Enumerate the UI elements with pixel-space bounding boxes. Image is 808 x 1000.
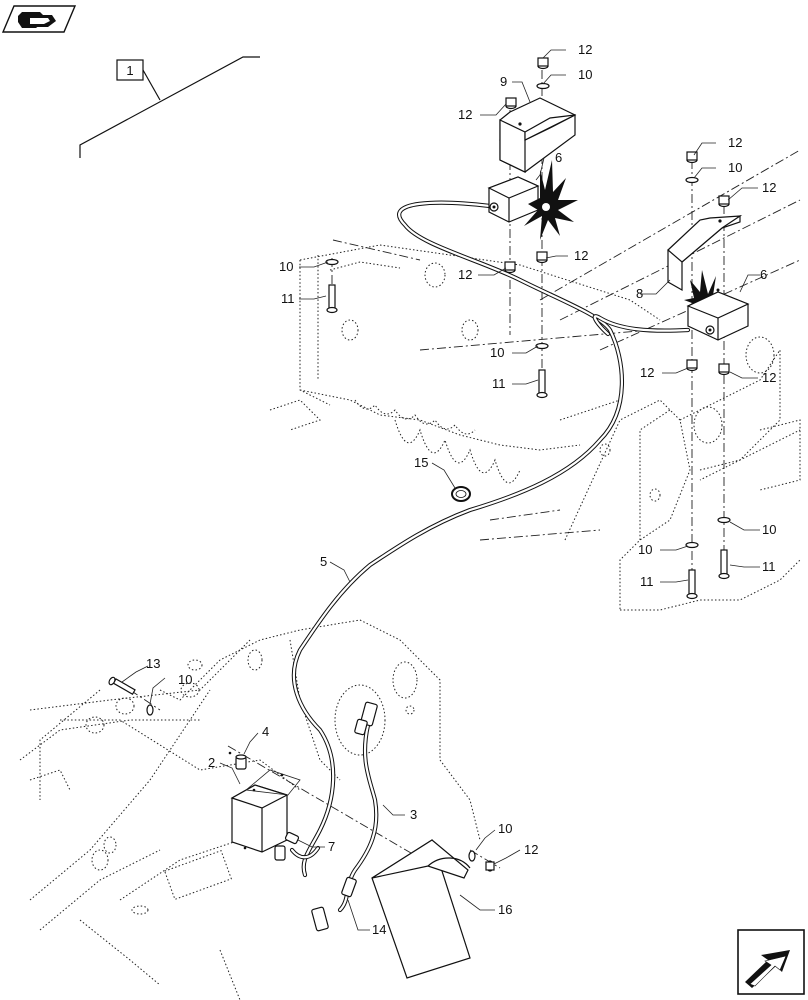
fastener-washer-10e: [717, 516, 731, 524]
control-module-2: [228, 751, 301, 854]
callout-12: 12: [728, 135, 742, 150]
right-side-bracket: [479, 336, 801, 611]
fastener-nut-12b: [505, 97, 517, 110]
sensor-6-right: [684, 270, 750, 341]
fastener-washer-10b: [685, 176, 699, 184]
upper-beam-frame: [269, 149, 801, 484]
callout-12: 12: [524, 842, 538, 857]
callout-12: 12: [578, 42, 592, 57]
harness-connector-lower: [311, 876, 357, 932]
next-page-arrow-icon[interactable]: [737, 929, 805, 995]
callout-3: 3: [410, 807, 417, 822]
sensor-6-left: [487, 160, 578, 240]
callout-6: 6: [555, 150, 562, 165]
callout-10: 10: [728, 160, 742, 175]
fastener-nut-12e: [504, 261, 516, 274]
fastener-bolt-11d: [718, 549, 730, 580]
callout-7: 7: [328, 839, 335, 854]
callout-13: 13: [146, 656, 160, 671]
fastener-washer-10g: [146, 704, 154, 716]
fastener-nut-12g: [686, 359, 698, 372]
callout-12: 12: [574, 248, 588, 263]
fastener-bolt-11c: [686, 569, 698, 600]
callout-9: 9: [500, 74, 507, 89]
fastener-nut-12a: [537, 57, 549, 70]
assembly-label-text: 1: [126, 63, 133, 78]
fastener-washer-10f: [685, 541, 699, 549]
alignment-guides: [129, 70, 725, 871]
sensor-cover-8: [667, 215, 743, 292]
callout-4: 4: [262, 724, 269, 739]
callout-15: 15: [414, 455, 428, 470]
cable-clip-15: [451, 486, 471, 502]
callout-16: 16: [498, 902, 512, 917]
callout-10: 10: [578, 67, 592, 82]
fastener-nut-12h: [718, 363, 730, 376]
fastener-nut-12i: [485, 860, 495, 872]
callout-12: 12: [762, 180, 776, 195]
callout-12: 12: [458, 267, 472, 282]
fastener-bolt-11b: [536, 369, 548, 399]
fastener-bolt-13: [108, 676, 136, 696]
shield-cover-16: [371, 839, 471, 979]
fastener-nut-12f: [536, 251, 548, 264]
callout-numbers: 12 10 9 12 6 12 10 12 6 8 10 11 12 12 10…: [146, 42, 776, 937]
callout-11: 11: [762, 559, 776, 574]
callout-10: 10: [490, 345, 504, 360]
callout-14: 14: [372, 922, 386, 937]
callout-10: 10: [498, 821, 512, 836]
harness-connector-upper: [354, 701, 378, 736]
callout-5: 5: [320, 554, 327, 569]
fastener-bolt-11a: [326, 284, 338, 314]
assembly-label: 1: [79, 56, 260, 158]
callout-10: 10: [178, 672, 192, 687]
callout-11: 11: [281, 291, 295, 306]
fastener-nut-12d: [718, 195, 730, 208]
fastener-washer-10h: [468, 850, 476, 862]
leader-lines: [121, 49, 760, 931]
fastener-washer-10a: [536, 82, 550, 90]
callout-6: 6: [760, 267, 767, 282]
parts-book-icon[interactable]: [1, 5, 77, 33]
fastener-nut-12c: [686, 151, 698, 164]
callout-12: 12: [458, 107, 472, 122]
connector-7: [274, 831, 300, 861]
callout-11: 11: [640, 574, 654, 589]
callout-10: 10: [762, 522, 776, 537]
callout-12: 12: [640, 365, 654, 380]
fastener-washer-10c: [325, 258, 339, 266]
callout-2: 2: [208, 755, 215, 770]
callout-11: 11: [492, 376, 506, 391]
fastener-washer-10d: [535, 342, 549, 350]
harness-cable-5: [289, 200, 691, 913]
callout-10: 10: [638, 542, 652, 557]
callout-10: 10: [279, 259, 293, 274]
sensor-cover-9: [499, 97, 577, 173]
spacer-4: [235, 754, 247, 770]
callout-12: 12: [762, 370, 776, 385]
callout-8: 8: [636, 286, 643, 301]
